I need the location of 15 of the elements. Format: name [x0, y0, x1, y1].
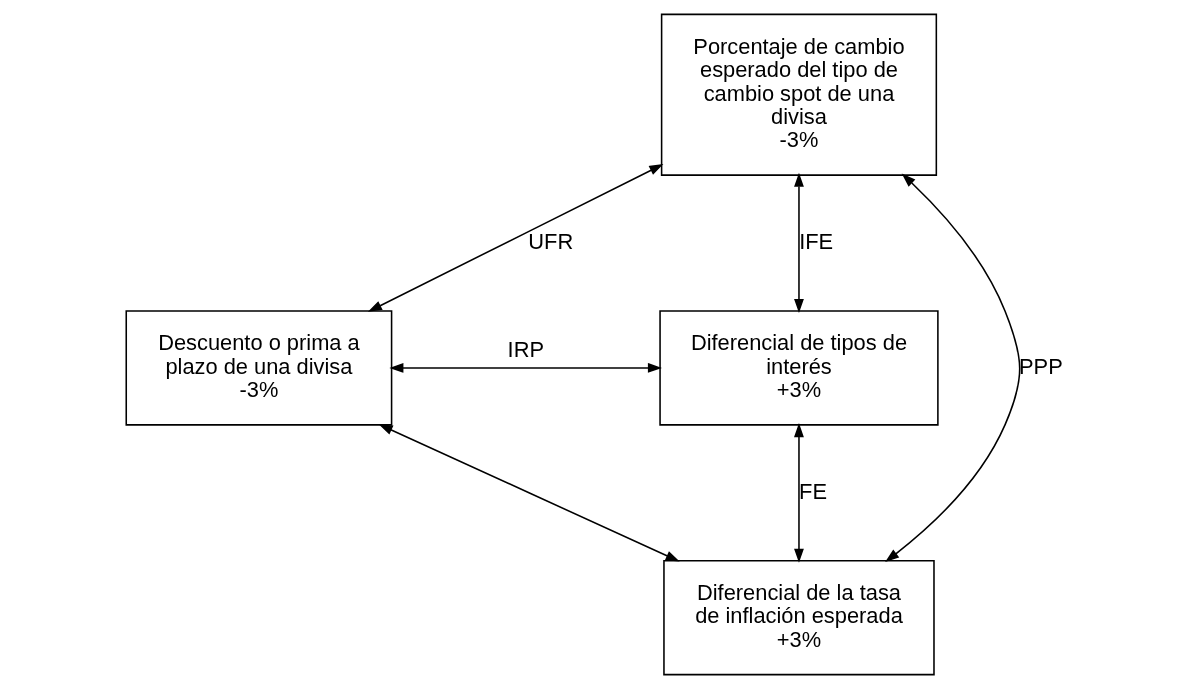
edge-label: FE	[799, 478, 827, 504]
arrow	[794, 423, 804, 563]
edge-label: UFR	[528, 228, 574, 254]
arrow	[367, 164, 664, 312]
node-box: Diferencial de tipos de interés +3%	[659, 310, 939, 426]
edge-label: PPP	[1019, 353, 1063, 379]
arrow	[794, 172, 804, 313]
arrow	[885, 173, 1021, 563]
arrow	[378, 424, 680, 562]
arrow	[389, 363, 662, 373]
node-box: Porcentaje de cambio esperado del tipo de cambio spot de una divisa -3%	[660, 13, 938, 176]
edge-label: IFE	[799, 228, 834, 254]
edge-label: IRP	[507, 337, 545, 363]
node-box: Diferencial de la tasa de inflación esperada +3%	[663, 559, 935, 676]
node-box: Descuento o prima a plazo de una divisa -3%	[125, 310, 393, 426]
